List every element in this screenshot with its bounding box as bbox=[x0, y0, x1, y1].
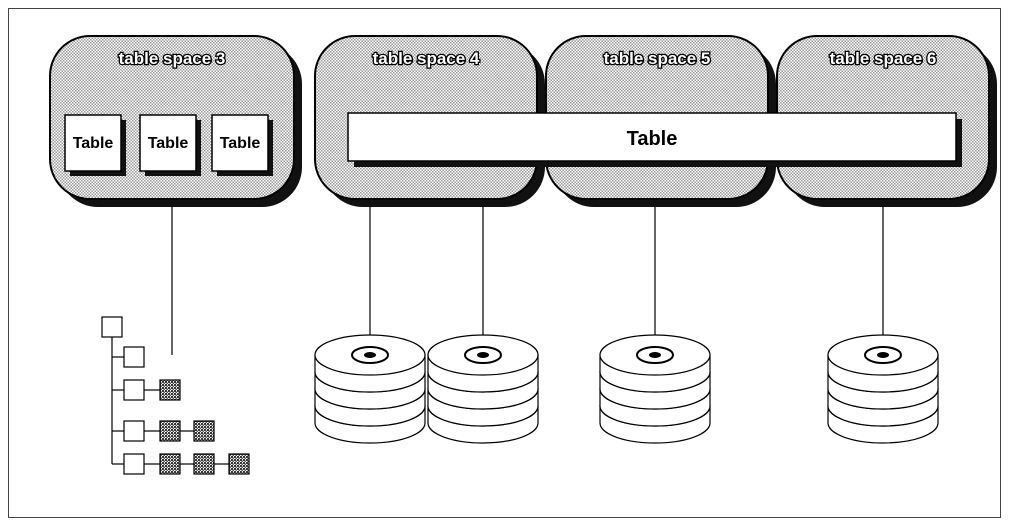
table-space-3-label: table space 3 bbox=[119, 49, 226, 68]
tree-root-node bbox=[101, 316, 123, 338]
spanning-table: Table bbox=[347, 112, 962, 167]
table-space-3: table space 3 Table Table Table bbox=[49, 35, 302, 207]
disk-stack-icon bbox=[427, 334, 539, 444]
spanning-table-label: Table bbox=[627, 128, 678, 150]
tree-leaf-node bbox=[159, 420, 181, 442]
tree-node bbox=[123, 420, 145, 442]
small-table-2: Table bbox=[139, 114, 201, 176]
tree-structure bbox=[101, 316, 250, 475]
tree-node bbox=[123, 379, 145, 401]
small-table-1-label: Table bbox=[73, 135, 114, 152]
disk-stack-icon bbox=[599, 334, 711, 444]
tree-leaf-node bbox=[193, 453, 215, 475]
small-table-3-label: Table bbox=[220, 135, 261, 152]
tree-leaf-node bbox=[193, 420, 215, 442]
tree-node bbox=[123, 453, 145, 475]
tree-leaf-node bbox=[228, 453, 250, 475]
small-table-3: Table bbox=[211, 114, 273, 176]
tree-leaf-node bbox=[159, 379, 181, 401]
table-space-5-label: table space 5 bbox=[604, 49, 711, 68]
table-space-4-label: table space 4 bbox=[373, 49, 480, 68]
disk-stack-icon bbox=[827, 334, 939, 444]
tree-node bbox=[123, 346, 145, 368]
table-space-6-label: table space 6 bbox=[830, 49, 937, 68]
connector-lines bbox=[171, 207, 884, 355]
tree-leaf-node bbox=[159, 453, 181, 475]
small-table-1: Table bbox=[64, 114, 126, 176]
small-table-2-label: Table bbox=[148, 135, 189, 152]
disk-stack-icon bbox=[314, 334, 426, 444]
